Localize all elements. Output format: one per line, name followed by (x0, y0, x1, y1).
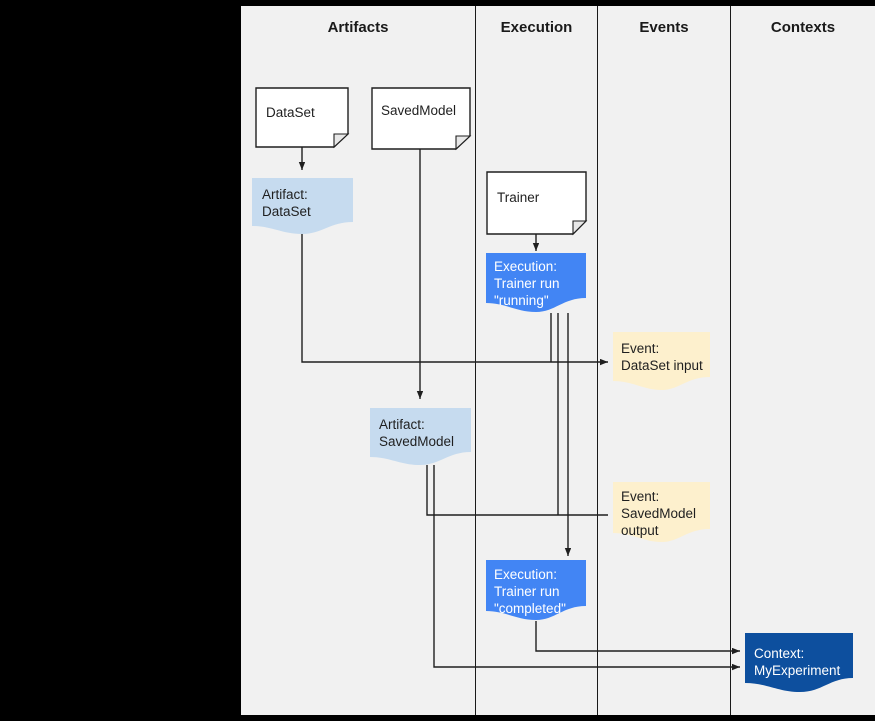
column-title-artifacts: Artifacts (327, 19, 389, 36)
column-title-events: Events (639, 19, 689, 36)
diagram-panel (241, 6, 875, 715)
column-divider-events-contexts (730, 6, 731, 715)
column-divider-execution-events (597, 6, 598, 715)
column-divider-artifacts-execution (475, 6, 476, 715)
column-title-execution: Execution (500, 19, 573, 36)
column-title-contexts: Contexts (770, 19, 836, 36)
